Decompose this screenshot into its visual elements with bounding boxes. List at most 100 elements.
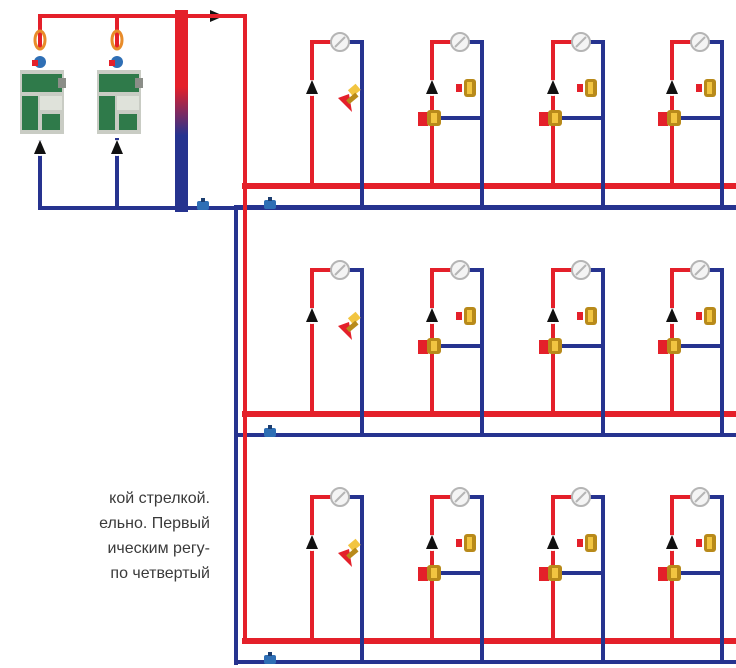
pump-arrow — [111, 140, 123, 154]
valve-stem — [346, 320, 359, 333]
circuit-return-leg — [587, 268, 605, 435]
valve-actuator-red — [539, 567, 549, 581]
pump-icon — [424, 535, 440, 551]
actuator-highlight — [707, 82, 712, 94]
circuit-supply-leg — [430, 40, 454, 186]
pump-arrow — [306, 535, 318, 549]
gauge-icon — [571, 32, 591, 52]
circuit-return-leg — [706, 495, 724, 662]
caption-line-3: ическим регу- — [107, 540, 210, 557]
gauge-icon — [450, 32, 470, 52]
gauge-icon — [330, 260, 350, 280]
valve-actuator-red — [658, 567, 668, 581]
circuit-supply-leg — [670, 40, 694, 186]
shutoff-valve-icon — [264, 652, 276, 664]
circuit-return-leg — [466, 268, 484, 435]
shutoff-valve-icon — [197, 198, 209, 210]
expansion-vessel-icon — [110, 29, 124, 51]
circuit-return-leg — [706, 268, 724, 435]
circuit-return-leg — [466, 495, 484, 662]
pump-arrow — [547, 80, 559, 94]
circuit-supply-leg — [551, 268, 575, 414]
actuator-highlight — [467, 537, 472, 549]
gauge-icon — [690, 32, 710, 52]
valve-highlight — [671, 113, 677, 123]
shutoff-handle — [268, 425, 272, 429]
actuator-red — [577, 312, 583, 320]
three-way-valve-icon — [658, 565, 681, 581]
circuit-return-leg — [346, 268, 364, 435]
gauge-needle — [575, 491, 587, 503]
actuator-highlight — [588, 310, 593, 322]
pump-arrow — [547, 535, 559, 549]
circuit-supply-leg — [670, 495, 694, 641]
shutoff-handle — [268, 652, 272, 656]
caption-line-1: кой стрелкой. — [109, 490, 210, 507]
actuator-red — [456, 539, 462, 547]
caption-line-4: по четвертый — [110, 565, 210, 582]
circuit-supply-leg — [551, 495, 575, 641]
pump-icon — [304, 308, 320, 324]
actuator-highlight — [707, 310, 712, 322]
actuator-highlight — [467, 82, 472, 94]
boiler-pipe-stub — [58, 78, 66, 88]
gauge-needle — [694, 264, 706, 276]
gauge-needle — [454, 491, 466, 503]
circuit-supply-leg — [430, 268, 454, 414]
shutoff-handle — [268, 197, 272, 201]
valve-handle — [347, 311, 361, 325]
circuit-supply-leg — [670, 268, 694, 414]
actuator-icon — [577, 307, 597, 325]
balancing-valve-icon — [338, 83, 361, 112]
caption-line-2: ельно. Первый — [99, 515, 210, 532]
shutoff-body — [264, 655, 276, 664]
balancing-valve-icon — [338, 538, 361, 567]
gauge-needle — [334, 491, 346, 503]
boiler-return-pump-icon — [32, 140, 48, 156]
circuit-return-leg — [587, 40, 605, 207]
pump-arrow — [306, 308, 318, 322]
valve-handle — [347, 538, 361, 552]
valve-stem — [346, 92, 359, 105]
balancing-valve-icon — [338, 311, 361, 340]
gauge-needle — [575, 264, 587, 276]
valve-handle — [347, 83, 361, 97]
pump-arrow — [426, 80, 438, 94]
boiler-top-valve-red — [32, 60, 38, 66]
gauge-icon — [571, 487, 591, 507]
boiler-return-header — [38, 140, 117, 210]
actuator-highlight — [467, 310, 472, 322]
actuator-red — [696, 84, 702, 92]
three-way-valve-icon — [418, 565, 441, 581]
actuator-icon — [577, 534, 597, 552]
expansion-vessel-icon — [33, 29, 47, 51]
pump-icon — [304, 535, 320, 551]
circuit-return-leg — [706, 40, 724, 207]
pump-icon — [304, 80, 320, 96]
boiler-return-pump-icon — [109, 140, 125, 156]
three-way-valve-icon — [539, 565, 562, 581]
actuator-red — [456, 312, 462, 320]
boiler-right-panel — [117, 96, 139, 110]
valve-actuator-red — [658, 340, 668, 354]
boiler-top-panel — [99, 74, 139, 92]
boiler-top-panel — [22, 74, 62, 92]
boiler-left-panel — [22, 96, 38, 130]
pump-icon — [545, 80, 561, 96]
gauge-icon — [690, 260, 710, 280]
pump-arrow — [666, 80, 678, 94]
pump-icon — [545, 535, 561, 551]
caption-text: кой стрелкой. ельно. Первый ическим регу… — [0, 486, 210, 586]
actuator-red — [696, 312, 702, 320]
three-way-valve-icon — [418, 110, 441, 126]
gauge-needle — [454, 264, 466, 276]
actuator-icon — [456, 307, 476, 325]
boiler-right-lower — [42, 114, 60, 130]
gauge-needle — [334, 36, 346, 48]
shutoff-handle — [201, 198, 205, 202]
gauge-needle — [454, 36, 466, 48]
pump-arrow — [426, 308, 438, 322]
boiler-supply-header — [38, 14, 119, 48]
shutoff-body — [264, 428, 276, 437]
actuator-red — [696, 539, 702, 547]
